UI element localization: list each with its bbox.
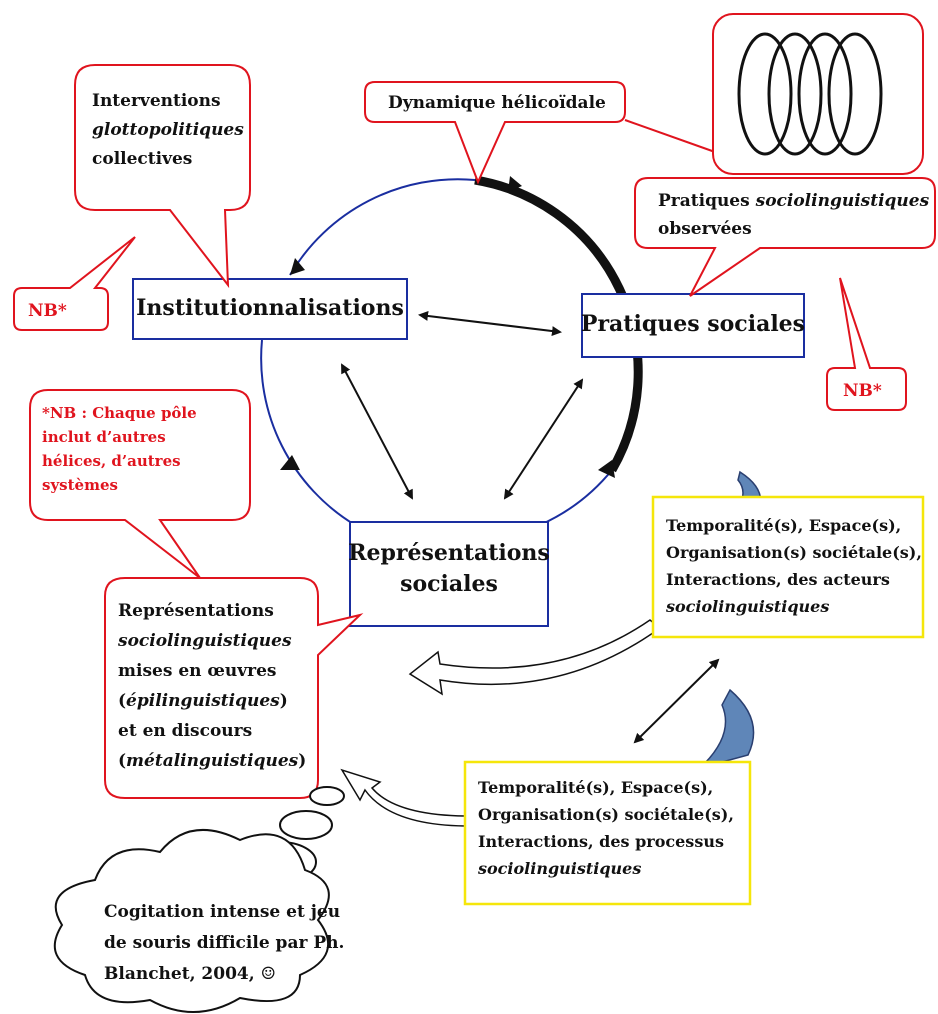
processus-line2: Organisation(s) sociétale(s), bbox=[478, 805, 734, 824]
interventions-line3: collectives bbox=[92, 149, 192, 169]
pratiques-observees-line2: observées bbox=[658, 219, 752, 239]
pole-institutionnalisations: Institutionnalisations bbox=[132, 278, 408, 340]
pole-representations-line1: Représentations bbox=[348, 540, 550, 566]
acteurs-line4: sociolinguistiques bbox=[665, 597, 829, 616]
processus-line1: Temporalité(s), Espace(s), bbox=[478, 778, 713, 797]
cycle-arrowhead-top bbox=[508, 176, 522, 192]
cloud-line2: de souris difficile par Ph. bbox=[104, 933, 344, 953]
pratiques-observees-line1: Pratiques sociolinguistiques bbox=[658, 191, 930, 211]
hollow-arrow-lower bbox=[340, 768, 466, 827]
yellow-box-acteurs: Temporalité(s), Espace(s), Organisation(… bbox=[651, 495, 925, 639]
acteurs-line1: Temporalité(s), Espace(s), bbox=[666, 516, 901, 535]
nb-note-line3: hélices, d’autres bbox=[42, 452, 181, 470]
nb-note-line2: inclut d’autres bbox=[42, 428, 166, 446]
callout-representations: Représentations sociolinguistiques mises… bbox=[104, 577, 364, 799]
thought-cloud bbox=[53, 786, 345, 1013]
pole-representations-sociales: Représentations sociales bbox=[348, 521, 550, 627]
pole-pratiques-sociales: Pratiques sociales bbox=[581, 293, 805, 358]
interventions-line2: glottopolitiques bbox=[92, 120, 244, 140]
nb-right-label: NB* bbox=[843, 381, 882, 401]
callout-pratiques-observees: Pratiques sociolinguistiques observées bbox=[634, 177, 936, 297]
yellow-box-processus: Temporalité(s), Espace(s), Organisation(… bbox=[463, 760, 752, 906]
arrow-pratiques-representations bbox=[503, 378, 584, 500]
nb-note: *NB : Chaque pôle inclut d’autres hélice… bbox=[29, 389, 251, 579]
nb-badge-right: NB* bbox=[826, 277, 907, 411]
callout-helicoidal: Dynamique hélicoïdale bbox=[364, 81, 716, 185]
representations-l6: (métalinguistiques) bbox=[118, 751, 306, 771]
representations-l2: sociolinguistiques bbox=[117, 631, 292, 651]
pole-pratiques-sociales-label: Pratiques sociales bbox=[581, 311, 805, 337]
helicoidal-label: Dynamique hélicoïdale bbox=[388, 93, 606, 113]
interventions-line1: Interventions bbox=[92, 91, 221, 111]
representations-l3: mises en œuvres bbox=[118, 661, 276, 681]
acteurs-line2: Organisation(s) sociétale(s), bbox=[666, 543, 922, 562]
representations-l4: (épilinguistiques) bbox=[118, 691, 288, 711]
blue-swoosh-bottom bbox=[699, 688, 755, 769]
arrow-inst-pratiques bbox=[418, 311, 562, 336]
representations-l5: et en discours bbox=[118, 721, 252, 741]
cloud-line1: Cogitation intense et jeu bbox=[104, 902, 340, 922]
acteurs-line3: Interactions, des acteurs bbox=[666, 570, 890, 589]
central-cycle-circle bbox=[260, 175, 643, 526]
cycle-arrowhead-right bbox=[598, 460, 615, 478]
hollow-arrow-upper bbox=[408, 619, 662, 696]
arrow-inst-representations bbox=[341, 363, 413, 500]
nb-badge-left: NB* bbox=[13, 236, 136, 331]
helix-illustration bbox=[712, 13, 924, 175]
nb-left-label: NB* bbox=[28, 301, 67, 321]
nb-note-line4: systèmes bbox=[42, 476, 118, 494]
callout-interventions: Interventions glottopolitiques collectiv… bbox=[74, 64, 251, 289]
arrow-yellow-boxes bbox=[633, 658, 720, 744]
processus-line4: sociolinguistiques bbox=[477, 859, 641, 878]
cycle-arrowhead-bottom-left bbox=[280, 455, 300, 470]
cloud-line3: Blanchet, 2004, ☺ bbox=[104, 964, 276, 984]
representations-l1: Représentations bbox=[118, 601, 274, 621]
nb-note-line1: *NB : Chaque pôle bbox=[42, 404, 197, 422]
pole-institutionnalisations-label: Institutionnalisations bbox=[136, 295, 404, 321]
cycle-arrowhead-left bbox=[290, 258, 305, 275]
pole-representations-line2: sociales bbox=[400, 571, 498, 597]
processus-line3: Interactions, des processus bbox=[478, 832, 724, 851]
